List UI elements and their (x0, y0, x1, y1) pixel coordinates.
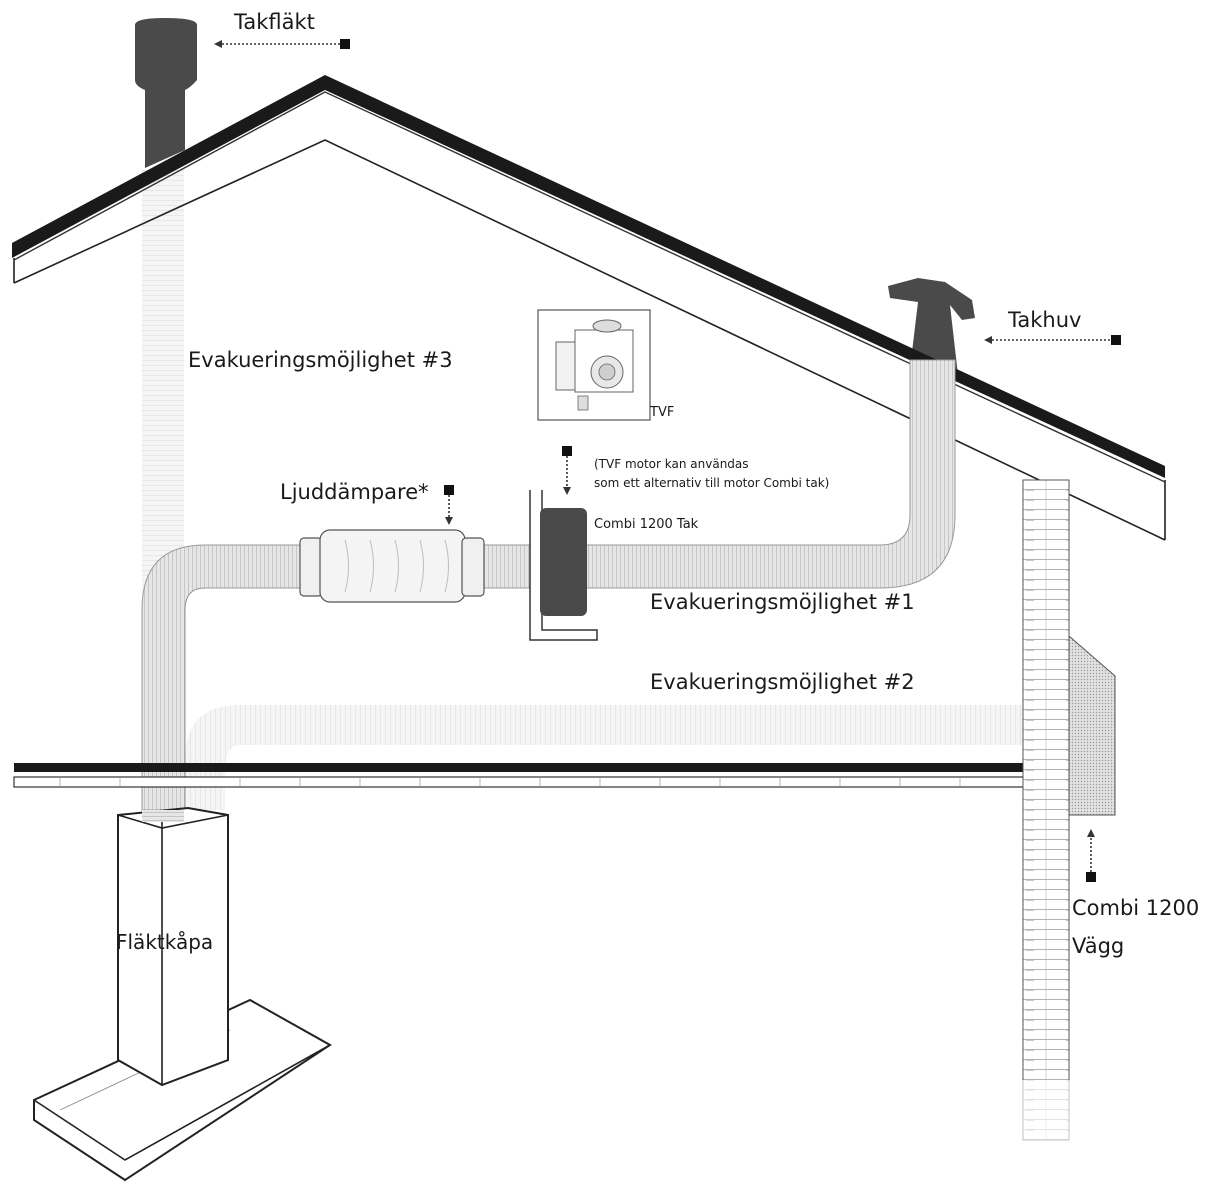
label-option3: Evakueringsmöjlighet #3 (188, 348, 453, 372)
square-marker-icon (1111, 335, 1121, 345)
label-flaktkapa: Fläktkåpa (116, 930, 214, 954)
range-hood-icon (33, 806, 332, 1182)
label-combi-vagg-line1: Combi 1200 (1072, 896, 1200, 920)
attic-inner-roofline (13, 139, 1166, 541)
duct-main (141, 544, 306, 811)
label-ljuddampare: Ljuddämpare* (280, 480, 429, 504)
label-combi-tak: Combi 1200 Tak (594, 517, 699, 532)
roof-underline (13, 91, 1166, 483)
silencer-icon (299, 529, 485, 603)
wall-fade (1020, 1080, 1072, 1150)
takhuv-marker (984, 335, 1121, 345)
tvf-unit-icon (537, 309, 651, 421)
ceiling-beam (14, 763, 1026, 772)
duct-option1 (584, 359, 956, 589)
square-marker-icon (1086, 872, 1096, 882)
combi-roof-unit-icon (529, 490, 598, 641)
square-marker-icon (444, 485, 454, 495)
combi-vagg-marker (1086, 829, 1096, 882)
square-marker-icon (340, 39, 350, 49)
label-tvf: TVF (650, 405, 675, 420)
duct-option2-ghost (185, 705, 1030, 810)
label-tvf-note-line1: (TVF motor kan användas (594, 457, 749, 471)
takflakt-marker (214, 39, 350, 49)
label-option2: Evakueringsmöjlighet #2 (650, 670, 915, 694)
ljuddampare-marker (444, 485, 454, 525)
label-option1: Evakueringsmöjlighet #1 (650, 590, 915, 614)
label-takhuv: Takhuv (1008, 308, 1082, 332)
roof-hood-icon (888, 278, 975, 375)
label-combi-vagg-line2: Vägg (1072, 934, 1125, 958)
tvf-note-marker (562, 446, 572, 495)
label-takflakt: Takfläkt (234, 10, 315, 34)
ceiling-board (13, 776, 1027, 788)
label-tvf-note-line2: som ett alternativ till motor Combi tak) (594, 476, 830, 490)
ceiling-board-ticks (59, 777, 961, 787)
square-marker-icon (562, 446, 572, 456)
combi-wall-unit-icon (1068, 634, 1116, 816)
exterior-wall (1022, 479, 1070, 1141)
roof-fan-icon (135, 18, 197, 168)
